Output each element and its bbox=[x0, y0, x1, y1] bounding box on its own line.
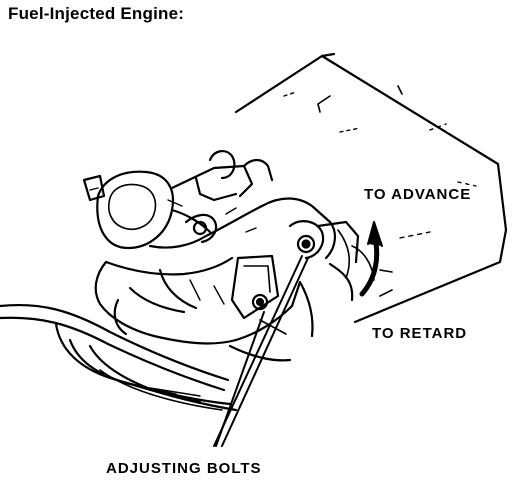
rotation-arrow bbox=[351, 221, 393, 297]
fuel-lines bbox=[0, 303, 238, 412]
adjusting-bolts-label: ADJUSTING BOLTS bbox=[106, 460, 262, 477]
engine-block bbox=[234, 52, 508, 324]
to-retard-label: TO RETARD bbox=[372, 325, 468, 342]
adjusting-bolts-leaders bbox=[213, 255, 309, 447]
distributor-body bbox=[82, 150, 360, 362]
page-title: Fuel-Injected Engine: bbox=[8, 4, 185, 23]
to-advance-label: TO ADVANCE bbox=[364, 186, 472, 203]
